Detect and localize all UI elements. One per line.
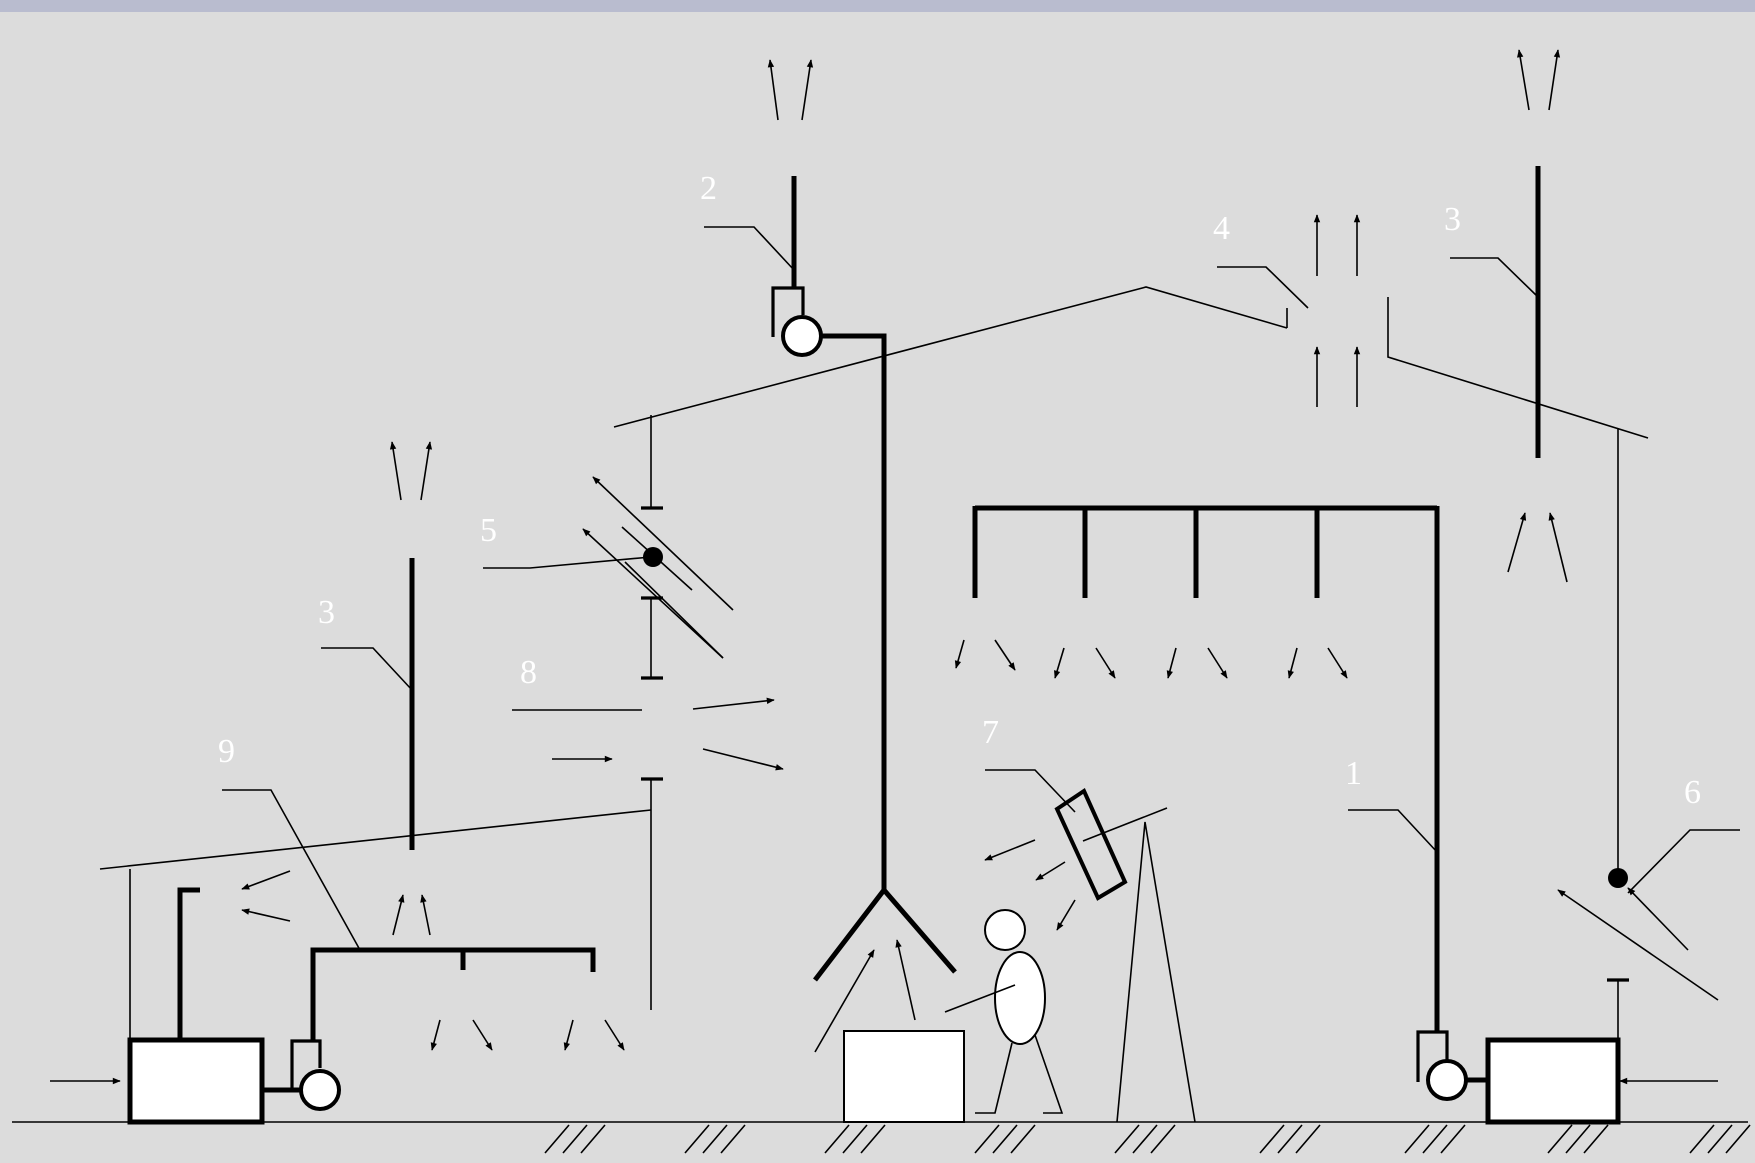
airflow-arrow [472, 1019, 493, 1051]
airflow-arrow [1507, 512, 1527, 573]
airflow-arrow [954, 639, 965, 669]
airflow-arrow [430, 1019, 441, 1051]
ground-hatch [720, 1124, 746, 1154]
building-outline [99, 286, 1649, 1040]
airflow-arrow [984, 839, 1036, 861]
ground [12, 1121, 1751, 1154]
exhaust-fan-2 [771, 176, 957, 982]
airflow-arrow [563, 1019, 574, 1051]
airflow-arrow [895, 939, 916, 1021]
airflow-arrow [1054, 647, 1065, 679]
airflow-arrow [604, 1019, 625, 1051]
ground-hatch [562, 1124, 588, 1154]
ground-hatch [544, 1124, 570, 1154]
window-transom-5 [621, 526, 693, 591]
window-leaf [624, 561, 724, 659]
airflow-arrow [1627, 887, 1689, 951]
airflow-arrow [1287, 647, 1298, 679]
airflow-arrow [801, 59, 814, 121]
airflow-arrow [1166, 647, 1177, 679]
ground-hatch [974, 1124, 1000, 1154]
ground-hatch [992, 1124, 1018, 1154]
label-8: 8 [520, 654, 537, 691]
label-3-right: 3 [1444, 201, 1461, 238]
airflow-arrow [1548, 49, 1561, 111]
leader-lines [222, 226, 1740, 951]
ground-hatch [1422, 1124, 1448, 1154]
label-6: 6 [1684, 774, 1701, 811]
airflow-arrows [50, 49, 1719, 1085]
ground-hatch [1707, 1124, 1733, 1154]
ground-hatch [860, 1124, 886, 1154]
airflow-arrow [994, 639, 1016, 671]
airflow-arrow [241, 870, 291, 890]
ground-hatch [1277, 1124, 1303, 1154]
ground-hatch [1295, 1124, 1321, 1154]
airflow-arrow [392, 894, 405, 936]
ground-hatch [1583, 1124, 1609, 1154]
label-5: 5 [480, 512, 497, 549]
airflow-arrow [1095, 647, 1116, 679]
supply-duct-1 [972, 505, 1629, 1125]
ground-hatch [1114, 1124, 1140, 1154]
airflow-arrow [1056, 899, 1076, 931]
ground-hatch [1547, 1124, 1573, 1154]
ground-hatch [824, 1124, 850, 1154]
ground-hatch [1132, 1124, 1158, 1154]
ground-hatch [1440, 1124, 1466, 1154]
ground-hatch [1725, 1124, 1751, 1154]
airflow-arrow [1207, 647, 1228, 679]
airflow-arrow [692, 697, 775, 710]
airflow-arrow [389, 441, 402, 501]
airflow-arrow [1035, 861, 1066, 881]
workstation [843, 1030, 965, 1123]
worker [944, 909, 1064, 1114]
ground-hatch [1010, 1124, 1036, 1154]
airflow-arrow [814, 949, 875, 1053]
ground-hatch [1689, 1124, 1715, 1154]
ground-hatch [842, 1124, 868, 1154]
wall-openings [641, 415, 663, 810]
airflow-arrow [582, 528, 724, 659]
ground-hatch [684, 1124, 710, 1154]
airflow-arrow [1517, 49, 1530, 111]
label-7: 7 [982, 714, 999, 751]
label-4: 4 [1213, 210, 1230, 247]
airflow-arrow [241, 908, 291, 922]
label-2: 2 [700, 170, 717, 207]
airflow-arrow [1327, 647, 1348, 679]
air-shower-7 [1054, 788, 1196, 1123]
ground-hatch [1259, 1124, 1285, 1154]
airflow-arrow [420, 441, 433, 501]
airflow-arrow [592, 476, 734, 611]
ground-hatch [702, 1124, 728, 1154]
ground-hatch [1404, 1124, 1430, 1154]
supply-unit-9 [127, 887, 596, 1125]
ground-hatch [1565, 1124, 1591, 1154]
label-9: 9 [218, 733, 235, 770]
ground-hatch [580, 1124, 606, 1154]
airflow-arrow [1557, 889, 1719, 1001]
label-3-left: 3 [318, 594, 335, 631]
ground-hatch [1150, 1124, 1176, 1154]
airflow-arrow [767, 59, 779, 121]
top-strip [0, 0, 1755, 12]
label-1: 1 [1345, 755, 1362, 792]
valve-6 [1608, 868, 1628, 888]
airflow-arrow [1548, 512, 1568, 583]
airflow-arrow [702, 748, 784, 771]
labels: 1 2 3 3 4 5 6 7 8 9 [218, 170, 1701, 811]
airflow-arrow [420, 894, 431, 936]
